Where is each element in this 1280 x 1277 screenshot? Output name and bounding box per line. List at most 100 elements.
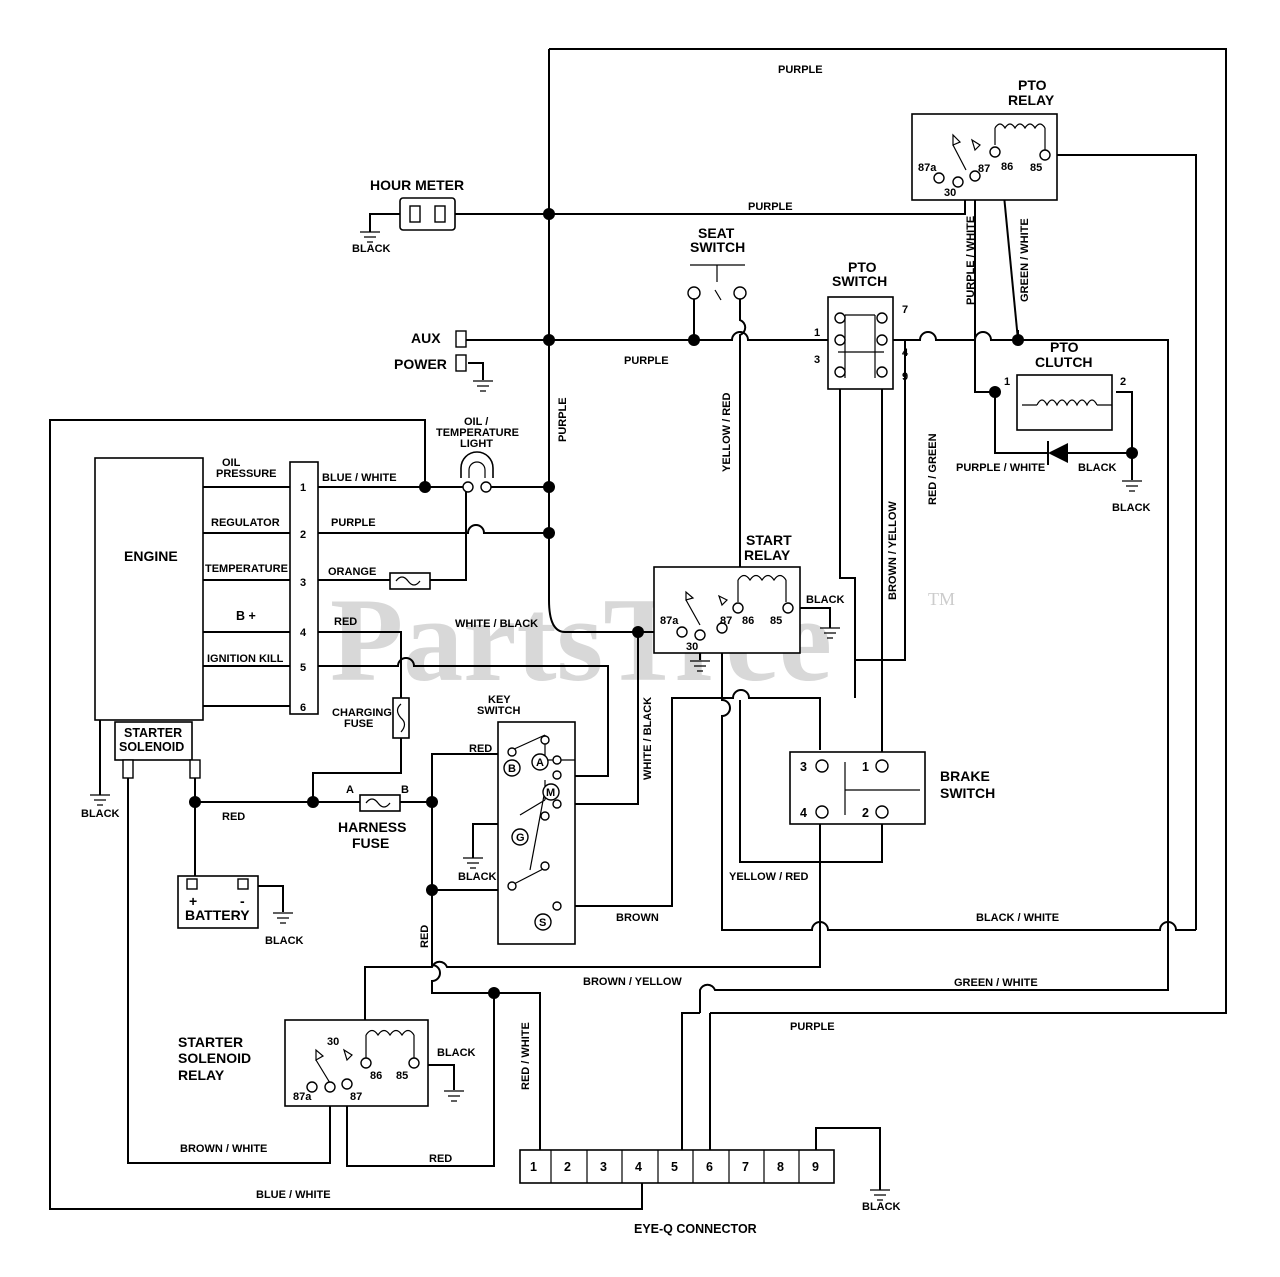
svg-text:RELAY: RELAY bbox=[178, 1067, 225, 1083]
svg-text:BLACK: BLACK bbox=[862, 1201, 901, 1213]
svg-text:7: 7 bbox=[742, 1160, 749, 1174]
svg-text:BLACK: BLACK bbox=[1078, 462, 1117, 474]
svg-text:TEMPERATURE: TEMPERATURE bbox=[205, 563, 288, 575]
engine: ENGINE STARTER SOLENOID OIL PRESSURE REG… bbox=[94, 457, 319, 779]
svg-text:YELLOW / RED: YELLOW / RED bbox=[721, 393, 733, 473]
svg-text:BROWN / WHITE: BROWN / WHITE bbox=[180, 1143, 267, 1155]
svg-text:BROWN / YELLOW: BROWN / YELLOW bbox=[887, 501, 899, 600]
svg-text:6: 6 bbox=[300, 702, 306, 714]
svg-text:2: 2 bbox=[862, 806, 869, 820]
hour-meter: HOUR METER bbox=[370, 177, 464, 231]
svg-text:AUX: AUX bbox=[411, 330, 441, 346]
svg-text:PURPLE: PURPLE bbox=[778, 64, 823, 76]
ground-symbols bbox=[90, 231, 1142, 1201]
svg-text:87: 87 bbox=[350, 1091, 362, 1103]
svg-text:1: 1 bbox=[814, 327, 820, 339]
svg-text:OIL: OIL bbox=[222, 457, 241, 469]
svg-text:A: A bbox=[536, 757, 544, 769]
svg-text:BLUE / WHITE: BLUE / WHITE bbox=[256, 1189, 331, 1201]
svg-text:WHITE / BLACK: WHITE / BLACK bbox=[455, 618, 538, 630]
svg-text:1: 1 bbox=[300, 482, 306, 494]
svg-text:2: 2 bbox=[300, 529, 306, 541]
svg-text:4: 4 bbox=[902, 347, 909, 359]
svg-text:87a: 87a bbox=[660, 615, 679, 627]
svg-text:2: 2 bbox=[1120, 376, 1126, 388]
pto-switch: PTO SWITCH 1 3 7 4 9 bbox=[814, 259, 909, 390]
svg-text:3: 3 bbox=[300, 577, 306, 589]
svg-text:85: 85 bbox=[770, 615, 782, 627]
svg-text:HARNESS: HARNESS bbox=[338, 819, 406, 835]
svg-text:POWER: POWER bbox=[394, 356, 447, 372]
svg-text:87a: 87a bbox=[293, 1091, 312, 1103]
harness-fuse: A B HARNESS FUSE bbox=[338, 784, 409, 851]
svg-text:4: 4 bbox=[635, 1160, 642, 1174]
svg-text:EYE-Q CONNECTOR: EYE-Q CONNECTOR bbox=[634, 1222, 757, 1236]
svg-text:S: S bbox=[539, 917, 546, 929]
svg-text:30: 30 bbox=[327, 1036, 339, 1048]
svg-text:RED: RED bbox=[222, 811, 245, 823]
svg-text:87a: 87a bbox=[918, 162, 937, 174]
svg-text:1: 1 bbox=[862, 760, 869, 774]
svg-text:BLACK: BLACK bbox=[81, 808, 120, 820]
svg-text:STARTER: STARTER bbox=[124, 726, 182, 740]
svg-text:BRAKE: BRAKE bbox=[940, 768, 990, 784]
svg-text:SWITCH: SWITCH bbox=[940, 785, 995, 801]
svg-text:GREEN / WHITE: GREEN / WHITE bbox=[954, 977, 1038, 989]
battery: + - BATTERY bbox=[177, 875, 259, 929]
svg-text:5: 5 bbox=[671, 1160, 678, 1174]
svg-text:87: 87 bbox=[978, 163, 990, 175]
svg-text:SEAT: SEAT bbox=[698, 225, 735, 241]
svg-text:WHITE / BLACK: WHITE / BLACK bbox=[642, 697, 654, 780]
svg-text:85: 85 bbox=[1030, 162, 1042, 174]
svg-text:BLACK: BLACK bbox=[265, 935, 304, 947]
svg-text:KEY: KEY bbox=[488, 694, 511, 706]
oil-temperature-light: OIL / TEMPERATURE LIGHT bbox=[436, 416, 519, 493]
svg-text:PTO: PTO bbox=[1050, 339, 1079, 355]
svg-text:5: 5 bbox=[300, 662, 306, 674]
svg-text:BLACK / WHITE: BLACK / WHITE bbox=[976, 912, 1059, 924]
svg-text:BLUE / WHITE: BLUE / WHITE bbox=[322, 472, 397, 484]
svg-text:2: 2 bbox=[564, 1160, 571, 1174]
svg-text:SOLENOID: SOLENOID bbox=[178, 1050, 251, 1066]
svg-text:RED: RED bbox=[334, 616, 357, 628]
svg-text:CLUTCH: CLUTCH bbox=[1035, 354, 1093, 370]
key-switch: KEY SWITCH B A M G S bbox=[477, 694, 576, 945]
svg-text:BLACK: BLACK bbox=[806, 594, 845, 606]
start-relay: START RELAY 87a 30 87 86 85 bbox=[653, 532, 801, 654]
svg-text:86: 86 bbox=[742, 615, 754, 627]
svg-text:30: 30 bbox=[944, 187, 956, 199]
svg-text:PURPLE / WHITE: PURPLE / WHITE bbox=[956, 462, 1045, 474]
svg-text:PTO: PTO bbox=[1018, 77, 1047, 93]
svg-text:3: 3 bbox=[600, 1160, 607, 1174]
svg-text:4: 4 bbox=[800, 806, 807, 820]
svg-text:B +: B + bbox=[236, 609, 256, 623]
svg-text:M: M bbox=[546, 787, 555, 799]
svg-text:SWITCH: SWITCH bbox=[477, 705, 520, 717]
svg-text:8: 8 bbox=[777, 1160, 784, 1174]
svg-text:BROWN: BROWN bbox=[616, 912, 659, 924]
svg-text:PURPLE: PURPLE bbox=[624, 355, 669, 367]
svg-text:PURPLE: PURPLE bbox=[331, 517, 376, 529]
svg-text:SWITCH: SWITCH bbox=[832, 273, 887, 289]
svg-text:BLACK: BLACK bbox=[458, 871, 497, 883]
svg-text:-: - bbox=[240, 893, 245, 909]
svg-text:G: G bbox=[516, 832, 525, 844]
svg-text:RELAY: RELAY bbox=[1008, 92, 1055, 108]
svg-text:TEMPERATURE: TEMPERATURE bbox=[436, 427, 519, 439]
svg-text:B: B bbox=[508, 763, 516, 775]
svg-text:CHARGING: CHARGING bbox=[332, 707, 392, 719]
power-connector: POWER bbox=[394, 354, 467, 372]
svg-text:RED: RED bbox=[429, 1153, 452, 1165]
svg-text:85: 85 bbox=[396, 1070, 408, 1082]
svg-text:PRESSURE: PRESSURE bbox=[216, 468, 277, 480]
svg-text:9: 9 bbox=[812, 1160, 819, 1174]
svg-text:IGNITION KILL: IGNITION KILL bbox=[207, 653, 284, 665]
svg-text:3: 3 bbox=[800, 760, 807, 774]
svg-text:3: 3 bbox=[814, 354, 820, 366]
starter-solenoid-relay: STARTER SOLENOID RELAY 87a 30 87 86 85 bbox=[178, 1019, 429, 1107]
junction-dots bbox=[189, 208, 1138, 999]
svg-text:FUSE: FUSE bbox=[352, 835, 389, 851]
svg-text:4: 4 bbox=[300, 627, 307, 639]
charging-fuse: CHARGING FUSE bbox=[332, 697, 410, 739]
